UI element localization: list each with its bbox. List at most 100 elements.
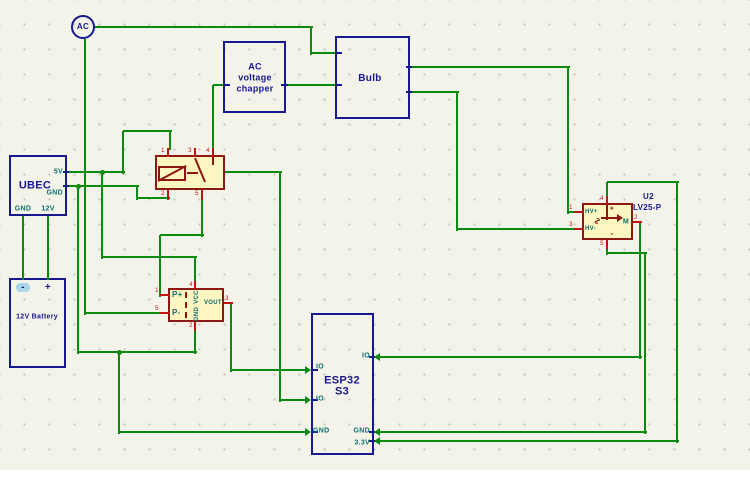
wire-5v-net[interactable] <box>122 131 124 174</box>
pin-tick <box>223 84 230 86</box>
wire-arrowhead <box>305 396 311 404</box>
wire-bulb-to-hvminus[interactable] <box>410 91 459 93</box>
sensor-pin-vcc: VCC <box>194 290 200 304</box>
pin-stub[interactable] <box>574 211 584 213</box>
ubec-label: UBEC <box>18 179 52 192</box>
wire-lv25-gnd[interactable] <box>374 431 647 433</box>
pin-stub[interactable] <box>201 190 203 200</box>
wire-bulb-to-hvminus[interactable] <box>457 228 576 230</box>
wire-5v-net[interactable] <box>101 172 103 259</box>
wire-lv25-gnd[interactable] <box>606 247 608 255</box>
wire-relay-to-esp32-io[interactable] <box>225 171 282 173</box>
wire-battery-minus[interactable] <box>22 216 24 280</box>
lv25-pin-num: 5 <box>600 241 604 247</box>
wire-gnd-to-relay-coil[interactable] <box>67 185 139 187</box>
wire-bulb-to-hvplus[interactable] <box>410 66 570 68</box>
wire-bulb-to-hvminus[interactable] <box>456 92 458 231</box>
wire-lv25-gnd[interactable] <box>644 253 646 434</box>
wire-vout-to-esp32-io[interactable] <box>231 369 307 371</box>
symbol-line <box>212 155 214 165</box>
relay-pin-num: 2 <box>161 191 165 197</box>
wire-lv25-3v3[interactable] <box>374 440 679 442</box>
pin-tick <box>406 91 412 93</box>
wire-5v-net[interactable] <box>194 257 196 283</box>
lv25-pin-hvminus: HV- <box>585 226 596 232</box>
ac-source-label: AC <box>76 22 90 31</box>
pin-stub[interactable] <box>160 312 170 314</box>
wire-relay-no-to-pplus[interactable] <box>159 235 161 297</box>
wire-vout-to-esp32-io[interactable] <box>230 303 232 372</box>
wire-m-to-esp32-io[interactable] <box>639 222 641 359</box>
wire-chopper-left-to-relay[interactable] <box>213 84 225 86</box>
wire-gnd-branch[interactable] <box>194 329 196 354</box>
pin-stub[interactable] <box>606 196 608 205</box>
pin-stub[interactable] <box>160 294 170 296</box>
pin-stub[interactable] <box>167 148 169 157</box>
wire-gnd-branch[interactable] <box>118 352 120 434</box>
esp32-box[interactable] <box>311 313 374 455</box>
sensor-pin-pminus: P- <box>172 308 181 317</box>
wire-5v-net[interactable] <box>67 171 125 173</box>
battery-box[interactable] <box>9 278 66 368</box>
wire-relay-to-esp32-io[interactable] <box>279 172 281 402</box>
relay-pin-num: 3 <box>188 148 192 154</box>
bulb-label: Bulb <box>358 73 382 84</box>
wire-ac-live-top[interactable] <box>311 52 337 54</box>
pin-stub[interactable] <box>194 322 196 331</box>
chopper-label-line2: voltage <box>238 72 272 83</box>
pin-tick <box>369 440 376 442</box>
wire-lv25-3v3[interactable] <box>606 182 608 198</box>
pin-tick <box>335 52 342 54</box>
wire-battery-plus[interactable] <box>47 216 49 280</box>
ubec-pin-12v: 12V <box>41 205 55 213</box>
relay-pin-num: 4 <box>206 148 210 154</box>
wire-gnd-to-relay-coil[interactable] <box>136 186 138 200</box>
wire-relay-no-to-pplus[interactable] <box>160 234 204 236</box>
wire-ac-live-top[interactable] <box>310 27 312 55</box>
bulb-box[interactable] <box>335 36 410 119</box>
wire-lv25-3v3[interactable] <box>607 181 679 183</box>
pin-stub[interactable] <box>194 281 196 290</box>
voltage-sensor-body[interactable] <box>168 288 224 322</box>
junction-dot <box>116 349 122 355</box>
pin-stub[interactable] <box>224 302 233 304</box>
lv25-pin-num: 2 <box>634 215 638 221</box>
wire-lv25-gnd[interactable] <box>607 252 647 254</box>
pin-stub[interactable] <box>633 221 642 223</box>
ac-source-symbol[interactable] <box>71 15 95 39</box>
wire-ac-neutral-drop[interactable] <box>84 39 86 315</box>
pin-stub[interactable] <box>167 190 169 200</box>
wire-relay-to-esp32-io[interactable] <box>280 399 307 401</box>
wire-arrowhead <box>374 428 380 436</box>
wire-5v-net[interactable] <box>169 131 171 150</box>
wire-m-to-esp32-io[interactable] <box>374 356 642 358</box>
relay-coil[interactable] <box>158 166 186 181</box>
pin-stub[interactable] <box>194 148 196 157</box>
wire-gnd-to-relay-coil[interactable] <box>137 197 170 199</box>
junction-dot <box>75 183 81 189</box>
pin-tick <box>311 399 318 401</box>
wire-bulb-to-hvplus[interactable] <box>567 67 569 214</box>
pin-tick <box>63 185 69 187</box>
sensor-pin-num: 1 <box>155 288 159 294</box>
wire-relay-no-to-pplus[interactable] <box>201 198 203 237</box>
wire-ac-live-top[interactable] <box>95 26 313 28</box>
wire-gnd-branch[interactable] <box>119 431 307 433</box>
pin-stub[interactable] <box>212 148 214 157</box>
wire-lv25-3v3[interactable] <box>676 182 678 443</box>
wire-chopper-left-to-relay[interactable] <box>212 85 214 150</box>
pin-stub[interactable] <box>574 228 584 230</box>
wire-bulb-to-hvplus[interactable] <box>568 211 576 213</box>
wire-5v-net[interactable] <box>102 256 197 258</box>
ac-voltage-chopper-box[interactable] <box>223 41 286 113</box>
pin-stub[interactable] <box>606 240 608 249</box>
wire-gnd-branch[interactable] <box>78 351 197 353</box>
wire-arrowhead <box>305 366 311 374</box>
sensor-pin-num: 2 <box>189 323 193 329</box>
wire-5v-net[interactable] <box>123 130 172 132</box>
wire-ac-neutral-drop[interactable] <box>85 312 162 314</box>
symbol-line <box>601 217 619 219</box>
wire-gnd-branch[interactable] <box>77 186 79 354</box>
wire-chopper-to-bulb[interactable] <box>286 84 337 86</box>
